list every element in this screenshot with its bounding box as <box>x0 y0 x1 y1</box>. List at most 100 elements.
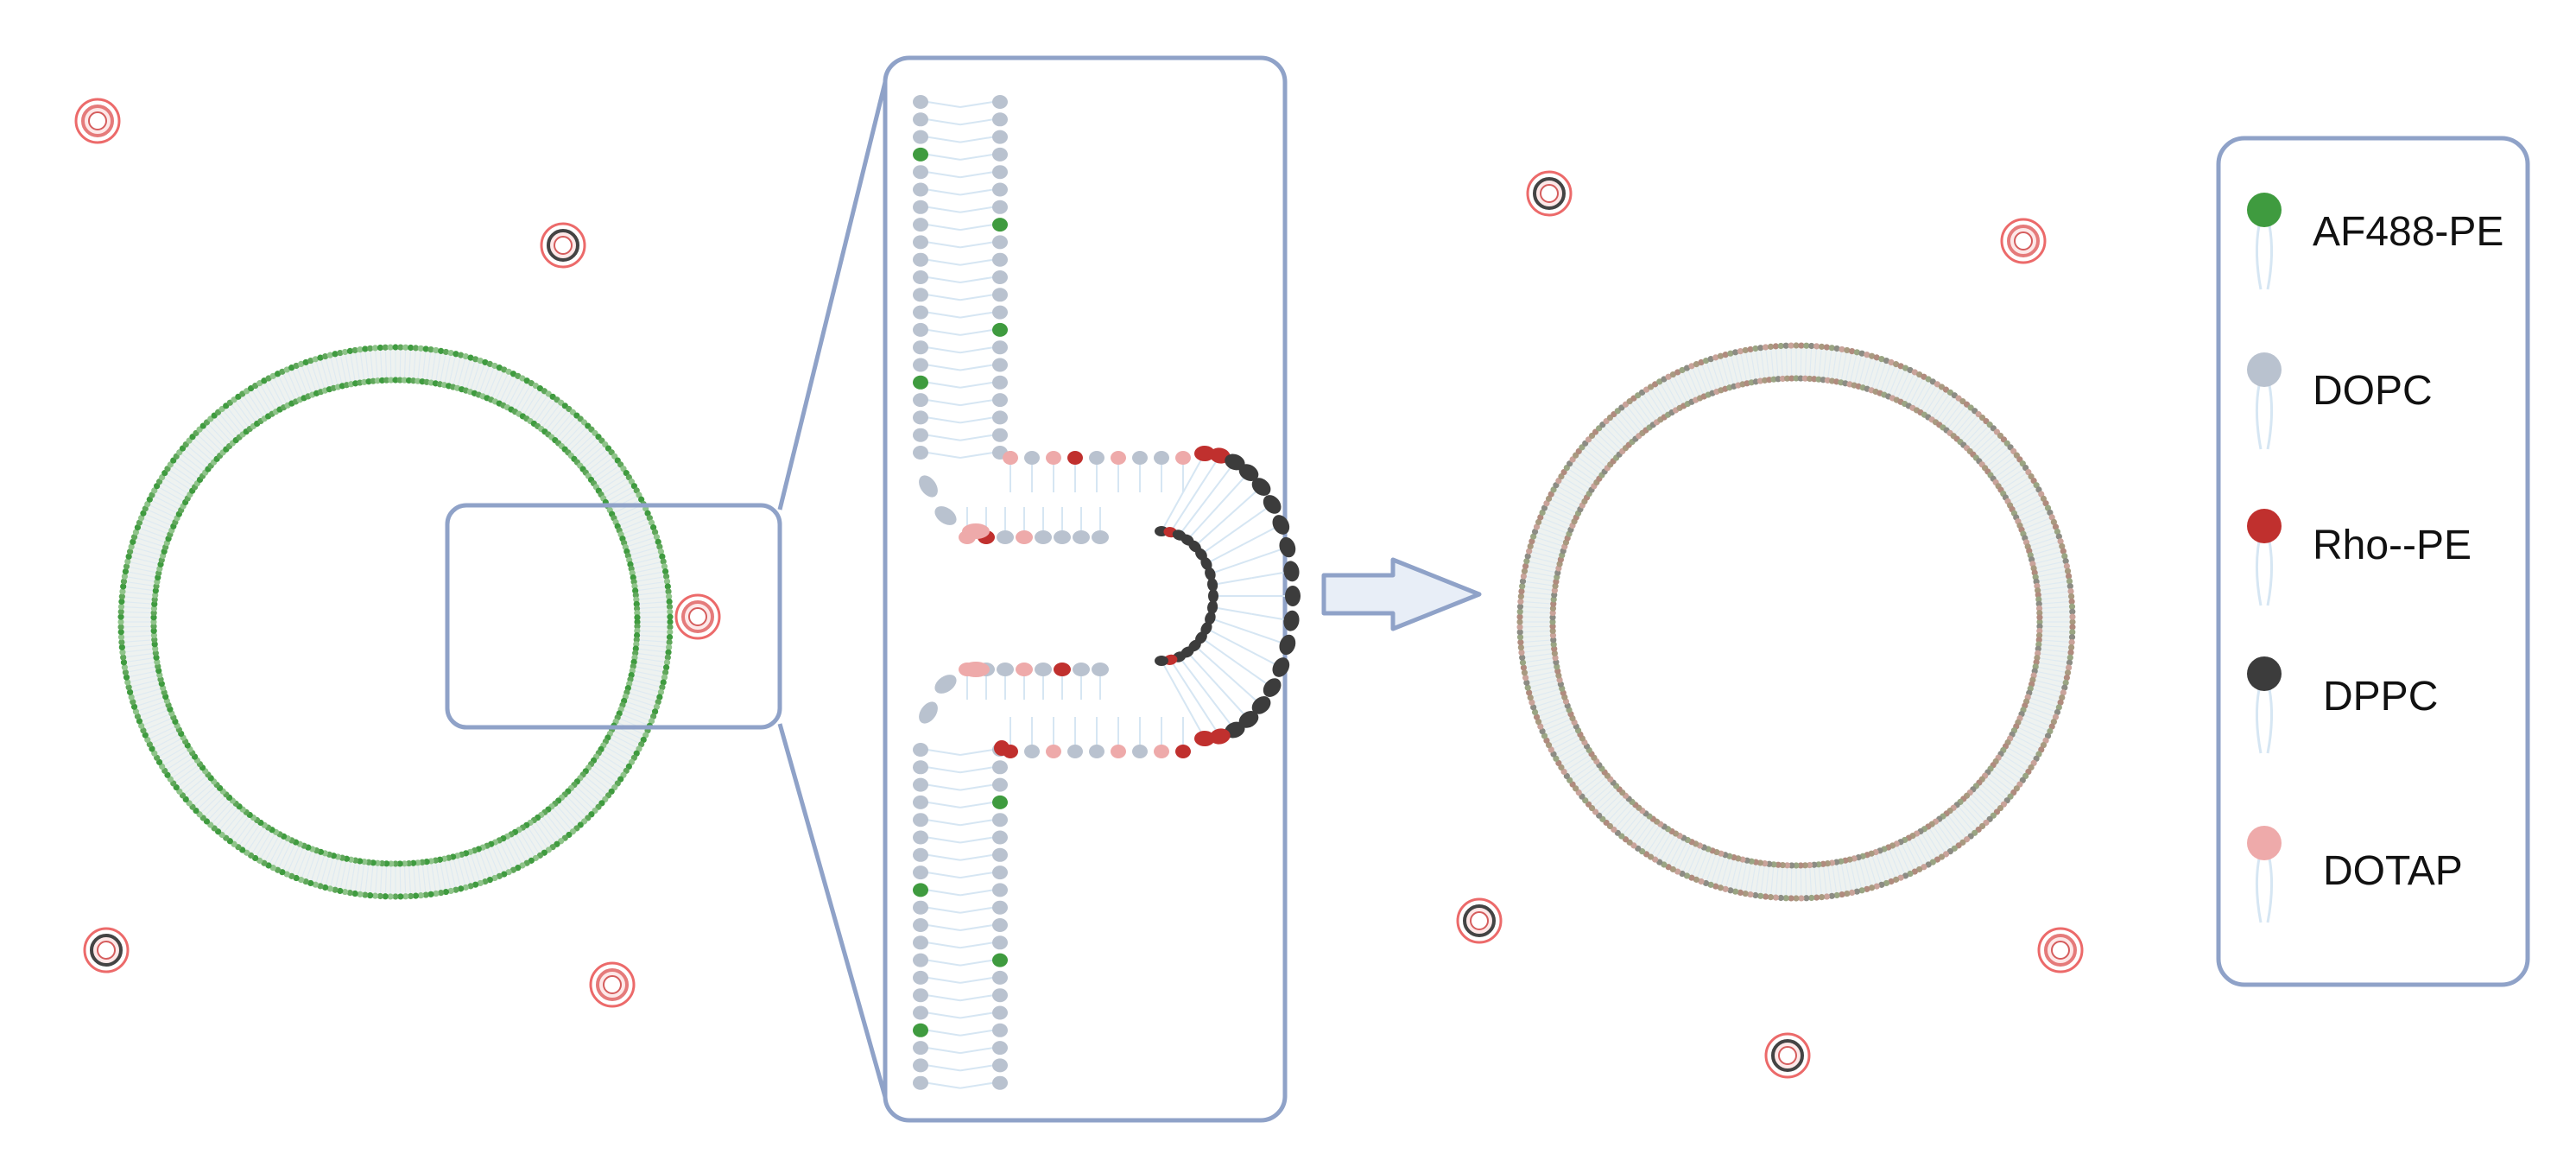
lipid-head-outer <box>402 344 409 351</box>
lipid-tail <box>615 508 646 523</box>
lipid-tail <box>417 348 421 382</box>
lipid-tail <box>1540 713 1572 727</box>
lipid-tail <box>1581 775 1608 797</box>
lipid-head-outer <box>417 892 424 899</box>
lipid-tail <box>959 136 994 143</box>
lipid-tail <box>1595 789 1620 813</box>
lipid-head <box>992 1075 1008 1090</box>
lipid-tail <box>636 600 670 605</box>
lipid-tail <box>927 1047 961 1055</box>
lipid-head <box>992 322 1008 337</box>
lipid-tail <box>1520 606 1554 609</box>
lipid-tail <box>1520 639 1554 644</box>
lipid-head-outer <box>2047 727 2054 735</box>
lipid-head-inner <box>2035 632 2043 639</box>
lipid-tail <box>1904 840 1921 870</box>
lipid-head-outer <box>1864 352 1870 358</box>
lipid-tail <box>384 347 388 381</box>
lipid-tail <box>498 840 515 871</box>
lipid-tail <box>225 811 247 839</box>
lipid-head-outer <box>1517 598 1524 605</box>
lipid-head-inner <box>150 627 157 634</box>
lipid-tail <box>927 994 961 1002</box>
lipid-tail <box>379 347 383 381</box>
lipid-tail <box>1522 586 1555 592</box>
lipid-head-outer <box>1853 888 1860 895</box>
lipid-tail <box>634 656 668 663</box>
lipid-head-outer <box>1808 894 1815 902</box>
lipid-tail <box>1990 454 2017 476</box>
lipid-tail <box>389 347 392 381</box>
lipid-tail <box>2255 541 2263 606</box>
lipid-head-inner <box>150 614 157 621</box>
lipid-tail <box>2039 606 2073 609</box>
lipid-tail <box>1161 491 1184 532</box>
lipid-tail <box>1978 439 2004 462</box>
lipid-tail <box>588 455 616 477</box>
lipid-tail <box>130 688 163 698</box>
lipid-head-outer <box>1518 649 1525 656</box>
lipid-head-outer <box>1539 509 1546 517</box>
lipid-head-outer <box>132 529 140 536</box>
lipid-tail <box>246 390 265 420</box>
lipid-head-outer <box>118 593 125 600</box>
lipid-head-outer <box>1798 342 1805 349</box>
lipid-tail <box>124 661 157 669</box>
lipid-tail <box>1691 365 1705 397</box>
lipid-tail <box>959 399 994 407</box>
lipid-tail <box>1744 350 1752 383</box>
lipid-head-outer <box>302 878 309 885</box>
lipid-tail <box>354 350 361 384</box>
lipid-tail <box>927 976 961 984</box>
lipid-tail <box>413 347 417 381</box>
lipid-tail <box>927 101 961 108</box>
lipid-tail <box>164 472 193 491</box>
lipid-tail <box>927 836 961 844</box>
lipid-tail <box>1540 517 1572 530</box>
lipid-tail <box>1705 360 1718 392</box>
lipid-head-inner <box>415 859 421 866</box>
lipid-tail <box>596 468 624 488</box>
lipid-tail <box>633 570 666 579</box>
lipid-tail <box>959 1029 994 1037</box>
lipid-head-inner <box>150 610 157 617</box>
lipid-head <box>1067 745 1083 758</box>
lipid-head-outer <box>491 874 498 882</box>
lipid-head-outer <box>1688 874 1695 881</box>
lipid-head-outer <box>1535 718 1542 726</box>
lipid-head-outer <box>467 883 474 890</box>
lipid-head-outer <box>1674 868 1681 875</box>
lipid-head-outer <box>433 346 440 354</box>
lipid-tail <box>630 555 663 565</box>
lipid-tail <box>2029 541 2061 552</box>
lipid-bilayer-fusion-stalk <box>913 95 1301 1090</box>
lipid-tail <box>310 852 322 884</box>
lipid-head <box>913 358 928 372</box>
lipid-head-outer <box>417 345 424 352</box>
lipid-head-outer <box>377 344 383 352</box>
lipid-head <box>2247 352 2282 387</box>
lipid-head-outer <box>1526 689 1533 696</box>
lipid-head-outer <box>136 718 143 725</box>
lipid-tail <box>636 644 669 648</box>
lipid-head-outer <box>2044 504 2052 511</box>
lipid-tail <box>625 536 657 548</box>
lipid-tail <box>626 541 659 552</box>
lipid-tail <box>175 455 203 477</box>
lipid-tail <box>430 860 437 894</box>
lipid-tail <box>518 385 536 415</box>
lipid-tail <box>585 770 612 792</box>
lipid-head-outer <box>653 703 661 710</box>
lipid-head <box>1208 589 1218 603</box>
lipid-tail <box>137 704 169 717</box>
lipid-tail <box>959 819 994 827</box>
lipid-head-inner <box>2035 592 2041 599</box>
af488-pe-lipid-icon <box>2247 193 2282 290</box>
lipid-head-outer <box>1823 344 1831 351</box>
lipid-tail <box>130 551 162 561</box>
lipid-head-inner <box>1770 861 1777 868</box>
lipid-tail <box>156 740 186 758</box>
lipid-tail <box>927 783 961 791</box>
lipid-head-outer <box>1868 352 1876 359</box>
lipid-tail <box>1531 692 1564 703</box>
